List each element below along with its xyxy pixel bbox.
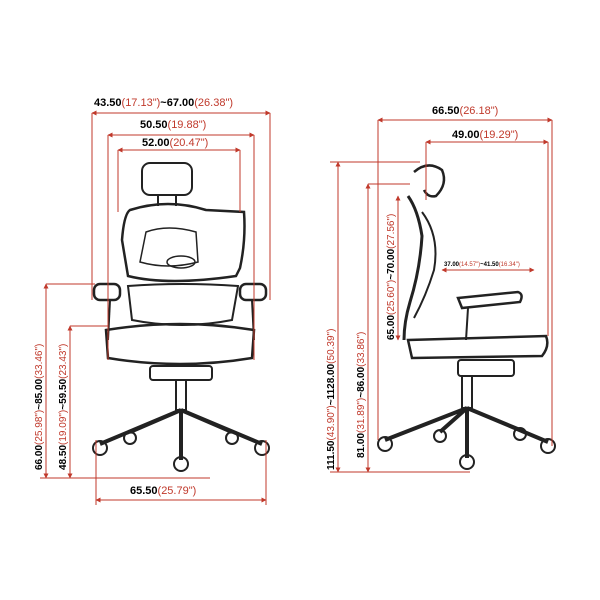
side-base [384, 406, 549, 458]
side-headrest [413, 164, 446, 198]
front-headrest [141, 162, 193, 196]
armrest-height-label: 66.00(25.98")~85.00(33.46") [34, 344, 45, 470]
overall-height-label: 111.50(43.90")~1128.00(50.39") [326, 329, 337, 470]
front-base [99, 408, 263, 460]
side-seat [406, 334, 549, 360]
front-view-chair [92, 162, 270, 472]
back-width-label: 50.50(19.88") [140, 119, 206, 131]
seat-height-label: 48.50(19.09")~59.50(23.43") [58, 344, 69, 470]
side-armrest [456, 290, 523, 310]
front-backrest [120, 202, 246, 283]
seat-depth-adjust-label: 37.00(14.57")~41.50(16.34") [444, 262, 520, 268]
front-left-armrest [92, 282, 122, 302]
front-lumbar [126, 283, 240, 326]
seat-width-label: 52.00(20.47") [142, 137, 208, 149]
dimension-lines [40, 110, 553, 505]
backrest-height-label: 65.00(25.60")~70.00(27.56") [386, 214, 397, 340]
side-caster [377, 436, 393, 452]
back-height-label: 81.00(31.89")~86.00(33.86") [356, 332, 367, 458]
side-backrest [402, 195, 424, 341]
base-width-label: 65.50(25.79") [130, 485, 196, 497]
side-view-chair [377, 164, 556, 470]
front-seat [104, 322, 256, 366]
front-right-armrest [238, 282, 268, 302]
front-caster [92, 440, 108, 456]
overall-depth-label: 66.50(26.18") [432, 105, 498, 117]
overall-width-label: 43.50(17.13")~67.00(26.38") [94, 97, 233, 109]
seat-depth-label: 49.00(19.29") [452, 129, 518, 141]
